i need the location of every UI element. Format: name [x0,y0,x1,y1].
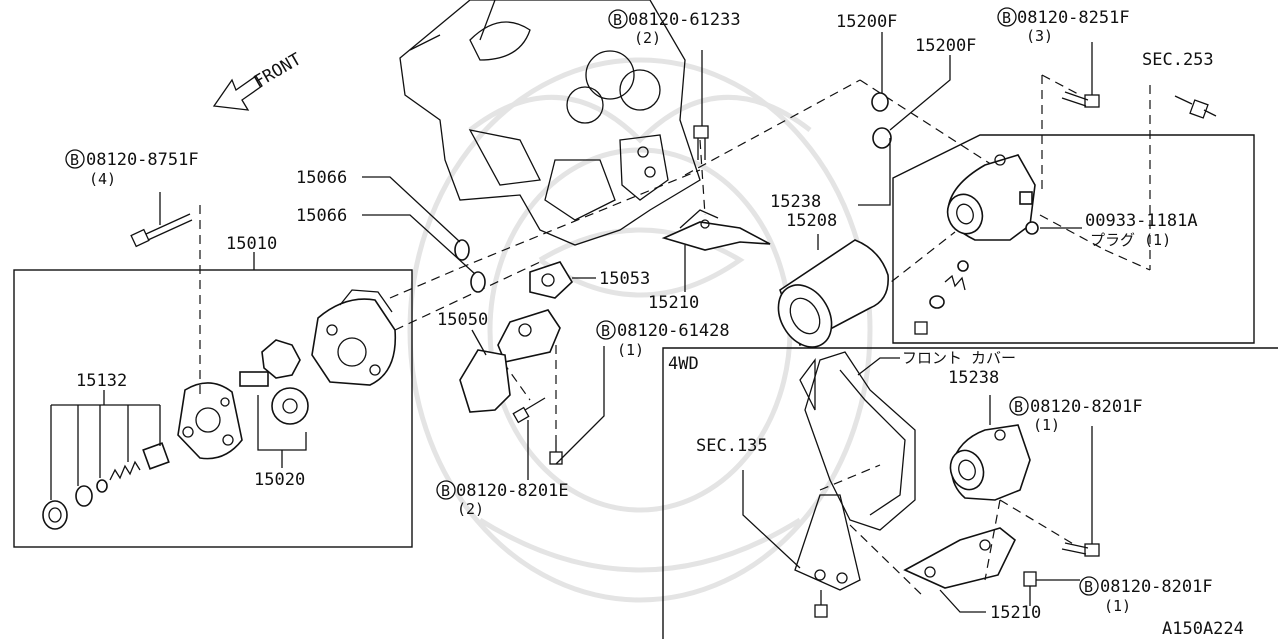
label-sec253: SEC.253 [1142,50,1214,70]
label-sec135: SEC.135 [696,436,768,456]
filter-bracket-15238 [946,154,1082,241]
qty-08120-8201e: (2) [457,500,484,518]
front-arrow: FRONT [212,49,305,111]
gaskets-15066 [362,176,486,293]
alignment-lines [389,74,1151,440]
svg-text:B: B [601,322,610,340]
sensor-sec253 [1174,95,1217,119]
label-4wd: 4WD [668,354,699,374]
label-08120-61233: 08120-61233 [628,10,741,30]
svg-text:B: B [441,482,450,500]
label-15238-main: 15238 [770,192,821,212]
label-08120-8201f-a: 08120-8201F [1030,397,1143,417]
watermark-emblem [407,57,873,603]
label-08120-61428: 08120-61428 [617,321,730,341]
label-15200f-a: 15200F [836,12,897,32]
oil-pump-cover [311,289,397,386]
label-15238-4wd: 15238 [948,368,999,388]
label-15210-4wd: 15210 [990,603,1041,623]
front-cover [799,351,916,531]
qty-08120-8251f: (3) [1026,27,1053,45]
bolts-strainer [512,346,605,480]
label-08120-8201e: 08120-8201E [456,481,569,501]
label-15053: 15053 [599,269,650,289]
svg-text:B: B [1014,398,1023,416]
label-00933-1181a: 00933-1181A [1085,211,1198,231]
front-label: FRONT [251,49,305,92]
bolt-8251f [1061,42,1100,108]
svg-text:B: B [1084,578,1093,596]
relief-valve-parts [42,390,170,530]
qty-08120-61233: (2) [634,29,661,47]
oil-filter-15208 [777,138,891,348]
qty-08120-8751f: (4) [89,170,116,188]
valve-small-parts [914,260,969,335]
label-15010: 15010 [226,234,277,254]
svg-text:B: B [70,151,79,169]
label-plug: プラグ (1) [1090,231,1171,249]
bracket-15210 [661,209,771,292]
bolt-marker-8201f-a: B [1009,396,1029,416]
label-15020: 15020 [254,470,305,490]
bolt-marker-8201e: B [436,480,456,500]
svg-text:B: B [1002,9,1011,27]
bolt-61233 [693,50,709,160]
label-08120-8751f: 08120-8751F [86,150,199,170]
label-15132: 15132 [76,371,127,391]
label-15210-main: 15210 [648,293,699,313]
bolt-8751f [130,192,201,395]
label-15066-a: 15066 [296,168,347,188]
qty-08120-61428: (1) [617,341,644,359]
svg-text:B: B [613,11,622,29]
qty-08120-8201f-a: (1) [1033,416,1060,434]
4wd-box [662,347,1278,639]
bolt-marker-8251f: B [997,7,1017,27]
label-15200f-b: 15200F [915,36,976,56]
bolt-marker-8751f: B [65,149,85,169]
oil-pump-body [177,382,243,460]
filter-bracket-4wd [949,395,1031,501]
oil-pump-box [13,269,413,548]
engine-block [399,0,701,246]
orings-15200f [871,32,951,149]
label-15050: 15050 [437,310,488,330]
qty-08120-8201f-b: (1) [1104,597,1131,615]
label-08120-8251f: 08120-8251F [1017,8,1130,28]
oil-strainer-15050 [459,309,561,413]
gasket-15053 [529,261,596,299]
pump-gears [239,339,309,468]
label-front-cover: フロント カバー [902,349,1016,367]
bolt-marker-8201f-b: B [1079,576,1099,596]
label-15066-b: 15066 [296,206,347,226]
filter-bracket-box [892,134,1255,344]
bracket-15210-4wd [742,470,1016,618]
labels: B 08120-61233 (2) 15200F 15200F B 08120-… [65,7,1244,639]
drawing-code: A150A224 [1162,619,1244,639]
bolt-marker-61428: B [596,320,616,340]
bolt-marker-61233: B [608,9,628,29]
label-15208: 15208 [786,211,837,231]
bolts-4wd [819,426,1100,606]
label-08120-8201f-b: 08120-8201F [1100,577,1213,597]
